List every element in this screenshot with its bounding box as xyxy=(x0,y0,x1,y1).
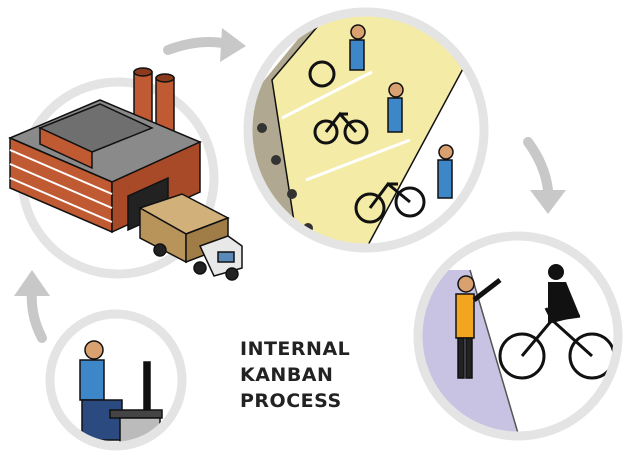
factory-stage xyxy=(8,67,243,281)
delivery-stage xyxy=(413,231,623,441)
arrow-order-to-factory xyxy=(26,285,47,343)
caption-line-1: INTERNAL xyxy=(240,338,351,360)
arrow-assembly-to-delivery xyxy=(523,137,553,195)
arrowhead-1 xyxy=(220,28,246,62)
assembly-stage xyxy=(243,7,489,253)
caption-line-3: PROCESS xyxy=(240,390,342,412)
cyclist-figure xyxy=(548,264,580,324)
arrowhead-2 xyxy=(530,190,566,214)
factory-icon xyxy=(8,99,202,234)
caption-line-2: KANBAN xyxy=(240,364,334,386)
arrowhead-3 xyxy=(14,270,50,296)
truck-icon xyxy=(138,193,243,281)
operator-figure xyxy=(79,340,123,441)
conveyor-icon xyxy=(248,12,484,248)
arrow-factory-to-assembly xyxy=(163,37,233,55)
order-stage xyxy=(45,309,187,451)
arrow-heads xyxy=(14,28,566,296)
supervisor-figure xyxy=(455,275,502,379)
diagram-caption: INTERNAL KANBAN PROCESS xyxy=(240,336,390,414)
